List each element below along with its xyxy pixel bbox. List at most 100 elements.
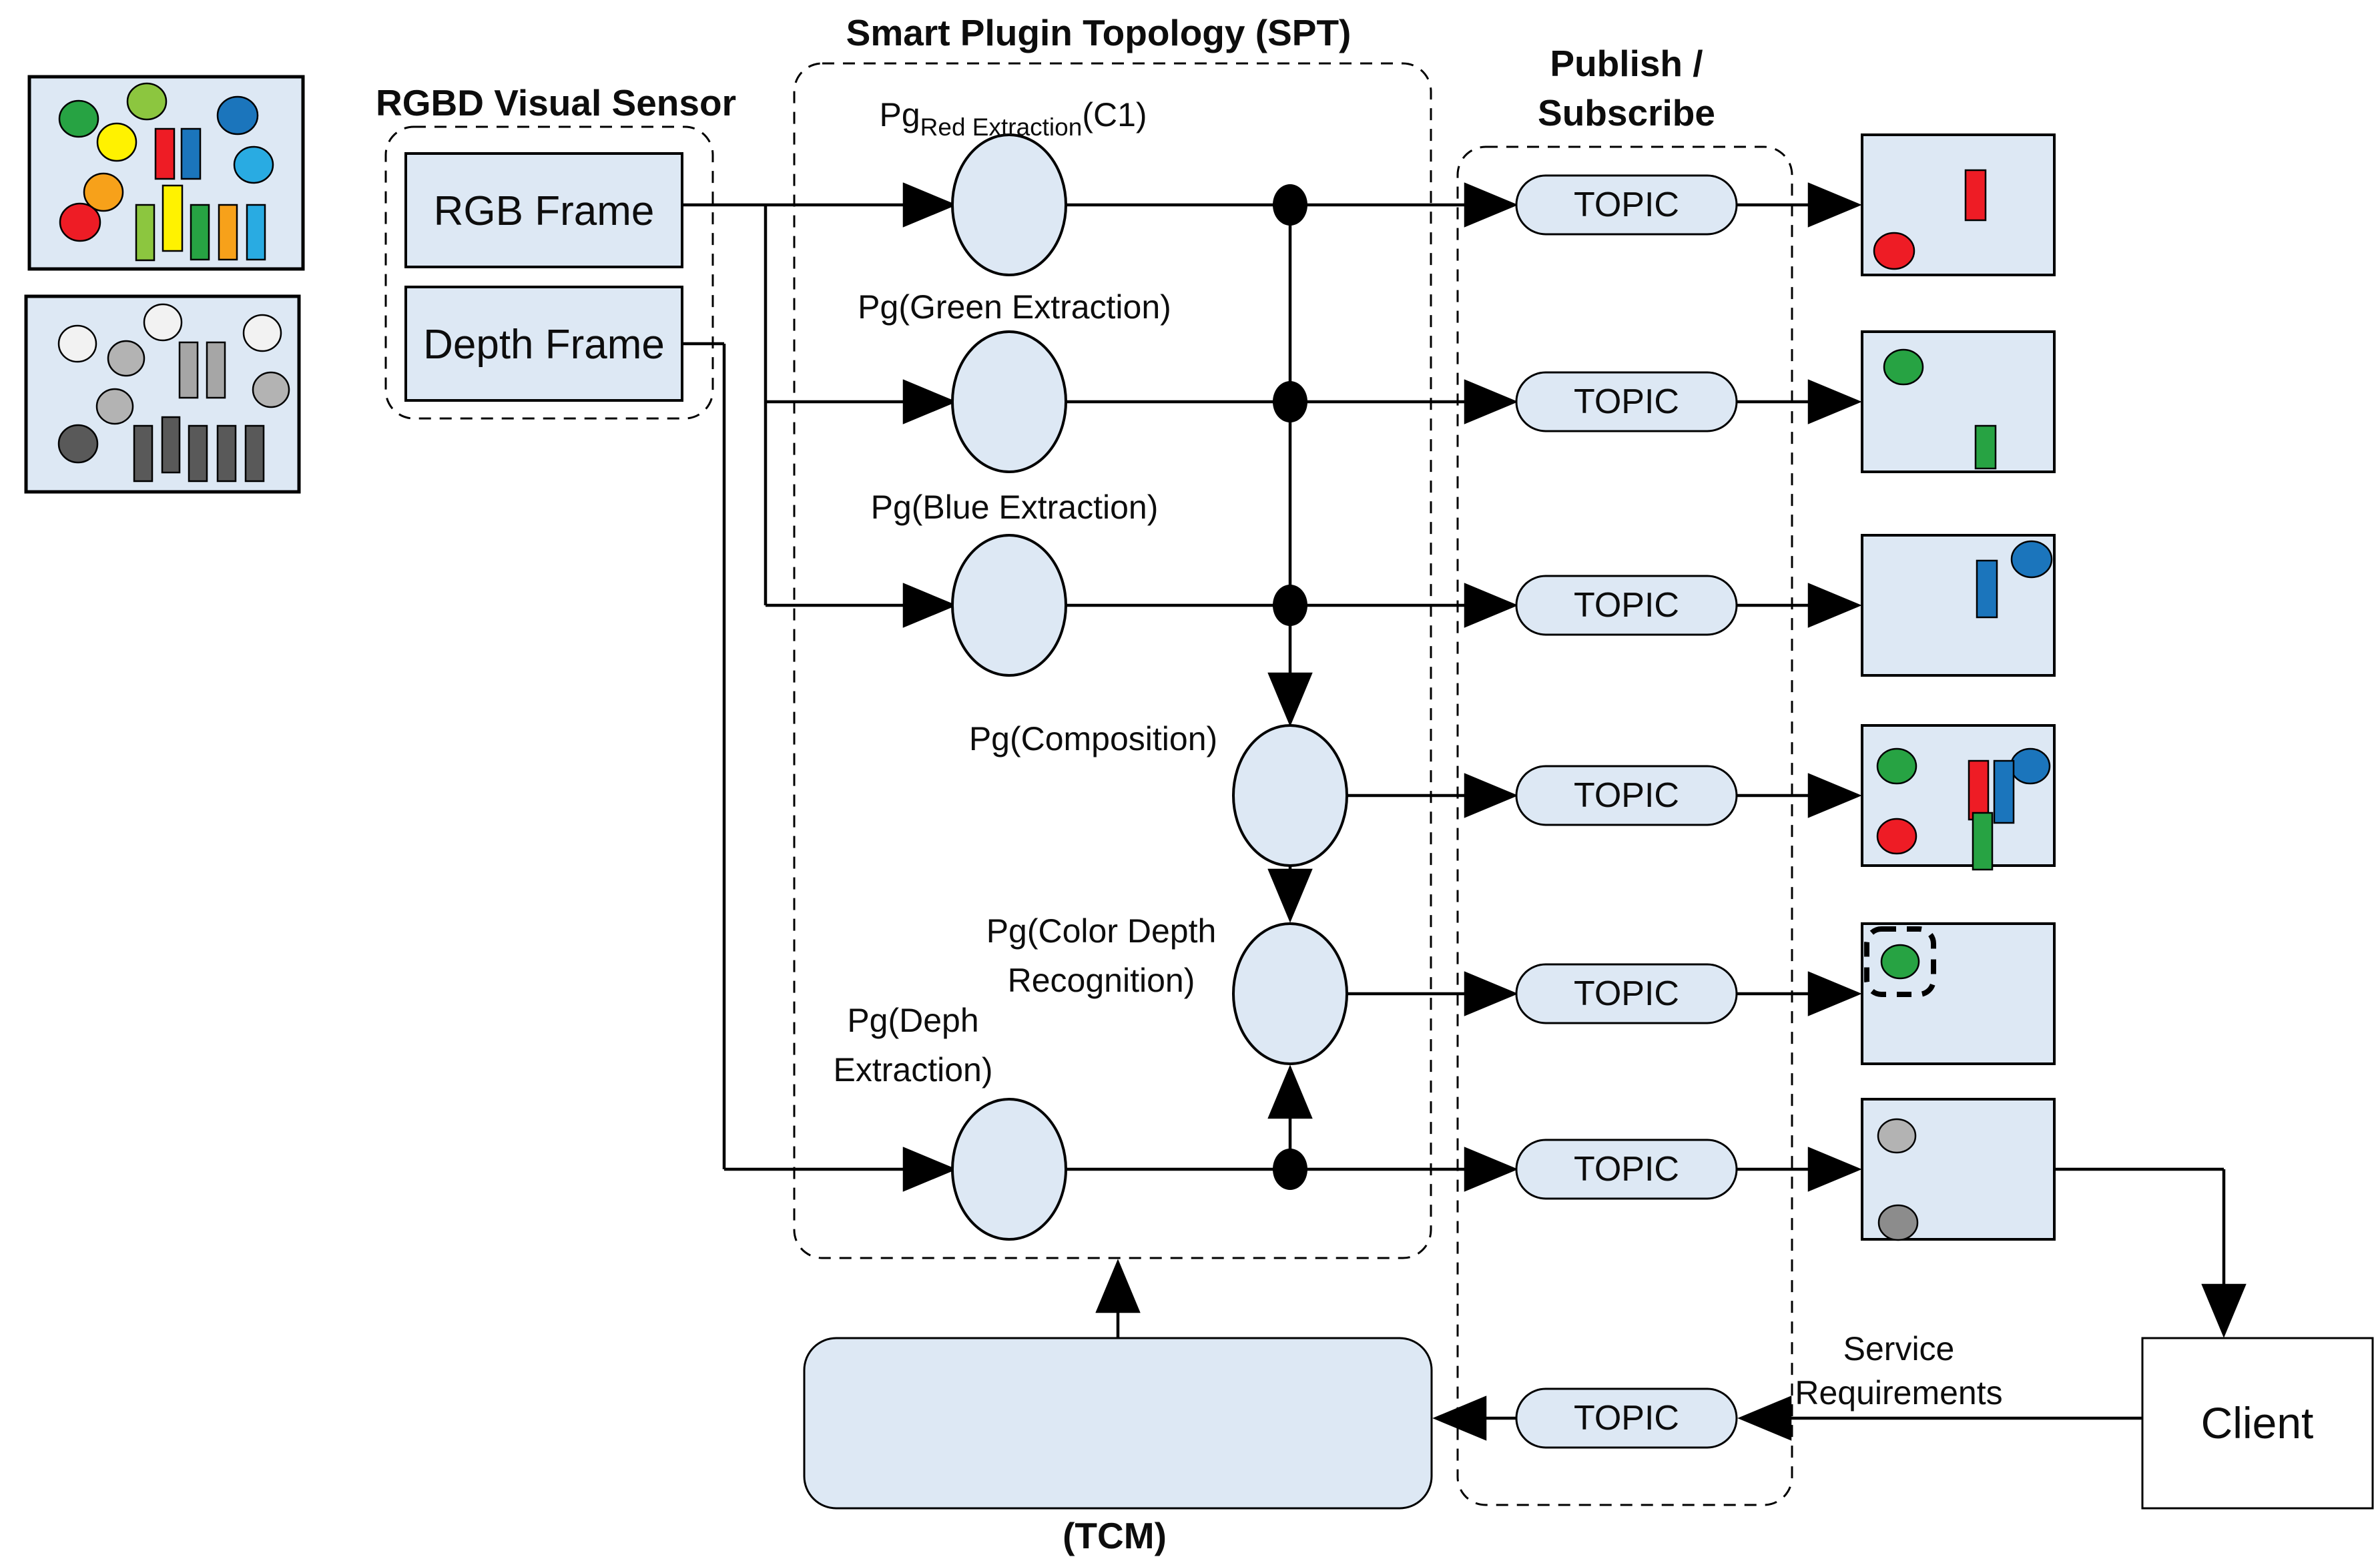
white-circle (143, 303, 183, 342)
plugin-depth-line1: Pg(Deph (847, 1002, 979, 1039)
red-bar (1964, 169, 1987, 222)
dark-gray-bar (161, 416, 181, 474)
output-green-image (1861, 330, 2056, 473)
spt-group-border (793, 62, 1432, 1259)
plugin-composition-label: Pg(Composition) (968, 720, 1218, 757)
blue-bar (180, 127, 202, 180)
topic-pill-1 (1515, 174, 1738, 236)
tcm-label: (TCM) (1063, 1515, 1167, 1556)
depth-frame-label: Depth Frame (423, 322, 665, 368)
depth-sample-image (24, 294, 301, 494)
white-circle (57, 324, 97, 363)
yellow-circle (96, 122, 137, 162)
green-circle (1880, 944, 1920, 980)
plugin-red-extraction-node (951, 133, 1067, 276)
red-circle (1876, 818, 1917, 855)
rgb-frame-label: RGB Frame (433, 188, 655, 234)
topic-label-2: TOPIC (1574, 382, 1679, 421)
output-box-5 (1861, 922, 2056, 1065)
junction-dot (1273, 1149, 1307, 1190)
junction-dot (1273, 184, 1307, 226)
dark-gray-circle (1877, 1204, 1919, 1241)
pubsub-title: Publish / Subscribe (1538, 39, 1715, 137)
output-color-depth-image (1861, 922, 2056, 1065)
dark-gray-bar (133, 424, 154, 483)
green-bar (1974, 424, 1997, 470)
topic-label-1: TOPIC (1574, 186, 1679, 224)
gray-bar (178, 341, 199, 399)
connector-lines (682, 182, 2247, 1441)
plugin-red-subscript: Red Extraction (920, 113, 1083, 141)
topic-label-4: TOPIC (1574, 776, 1679, 815)
junction-dot (1273, 585, 1307, 626)
tcm-box (803, 1337, 1433, 1510)
cyan-circle (233, 145, 274, 184)
spt-title: Smart Plugin Topology (SPT) (846, 12, 1352, 53)
gray-circle (252, 371, 290, 408)
pubsub-title-line2: Subscribe (1538, 92, 1715, 133)
red-circle (59, 202, 101, 242)
output-composition-image (1861, 724, 2056, 871)
cyan-bar (246, 204, 266, 261)
dark-gray-bar (216, 424, 237, 483)
topic-pill-3 (1515, 575, 1738, 636)
topic-label-6: TOPIC (1574, 1150, 1679, 1189)
light-green-circle (126, 82, 168, 121)
blue-circle (2010, 747, 2051, 785)
green-bar (190, 204, 210, 261)
plugin-red-prefix: Pg (879, 96, 920, 133)
dark-gray-bar (188, 424, 208, 483)
orange-circle (83, 172, 124, 212)
plugin-red-suffix: (C1) (1082, 96, 1147, 133)
gray-bar (206, 341, 226, 399)
client-box (2141, 1337, 2374, 1510)
plugin-depth-line2: Extraction) (833, 1051, 993, 1088)
topic-label-3: TOPIC (1574, 586, 1679, 625)
topic-label-7: TOPIC (1574, 1399, 1679, 1438)
detection-dashed-outline (1864, 926, 1936, 997)
green-circle (58, 99, 99, 138)
output-red-image (1861, 133, 2056, 276)
rgbd-sensor-group-border (384, 125, 714, 420)
blue-circle (2010, 540, 2053, 579)
yellow-bar (162, 184, 184, 252)
plugin-green-extraction-label: Pg(Green Extraction) (858, 288, 1171, 326)
service-requirements-line2: Requirements (1795, 1374, 2003, 1412)
dark-gray-circle (57, 424, 99, 464)
pubsub-title-line1: Publish / (1550, 43, 1703, 84)
gray-circle (95, 388, 134, 425)
plugin-color-depth-line1: Pg(Color Depth (986, 912, 1217, 950)
green-bar (1972, 812, 1994, 871)
plugin-depth-extraction-node (951, 1098, 1067, 1241)
blue-bar (1993, 759, 2015, 824)
green-circle (1883, 348, 1924, 386)
pubsub-group-border (1456, 145, 1793, 1506)
topic-pill-4 (1515, 765, 1738, 826)
plugin-blue-extraction-label: Pg(Blue Extraction) (870, 489, 1159, 526)
green-circle (1876, 747, 1917, 785)
red-circle (1873, 232, 1915, 270)
output-depth-image (1861, 1098, 2056, 1241)
red-bar (154, 127, 176, 180)
plugin-blue-extraction-node (951, 534, 1067, 677)
client-label: Client (2200, 1398, 2314, 1448)
plugin-composition-node (1232, 724, 1348, 867)
blue-circle (216, 95, 259, 135)
rgb-sample-image (27, 75, 305, 271)
blue-bar (1976, 559, 1998, 619)
plugin-color-depth-line2: Recognition) (1007, 962, 1195, 999)
gray-circle (107, 340, 145, 377)
white-circle (242, 314, 282, 352)
plugin-red-extraction-label: PgRed Extraction(C1) (879, 93, 1147, 143)
topic-pill-7 (1515, 1387, 1738, 1449)
dark-gray-bar (244, 424, 265, 483)
orange-bar (218, 204, 238, 261)
rgbd-sensor-title: RGBD Visual Sensor (376, 82, 736, 123)
junction-dot (1273, 381, 1307, 422)
output-box-2 (1861, 330, 2056, 473)
